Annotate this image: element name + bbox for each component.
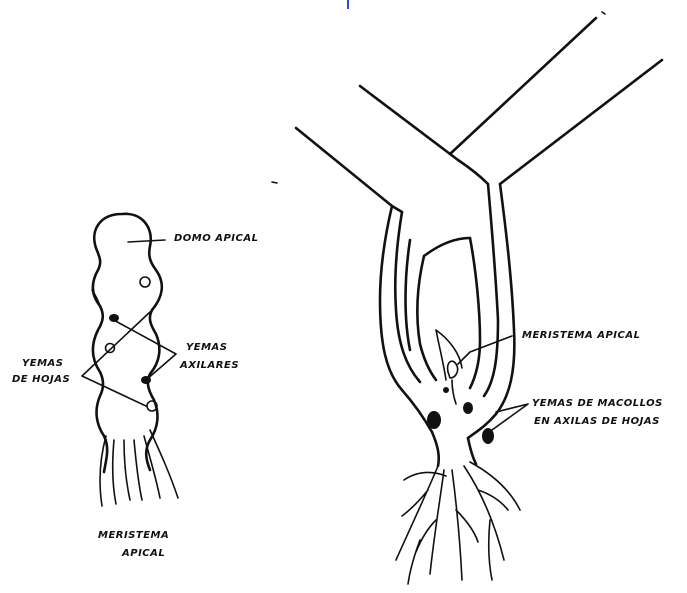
plant-base-figure	[296, 18, 662, 584]
label-domo-apical: DOMO APICAL	[174, 233, 258, 244]
label-yemas-macollos-2: EN AXILAS DE HOJAS	[534, 416, 660, 427]
label-meristema-left-2: APICAL	[122, 548, 165, 559]
roots-left	[100, 430, 178, 506]
label-yemas-axilares-2: AXILARES	[180, 360, 239, 371]
apical-dome-small	[448, 361, 458, 378]
sheath-inner-left	[395, 212, 420, 382]
label-meristema-apical-right: MERISTEMA APICAL	[522, 330, 640, 341]
label-yemas-macollos-1: YEMAS DE MACOLLOS	[532, 398, 663, 409]
tiller-bud-center	[463, 402, 473, 414]
pointer-yemas-hojas	[82, 312, 150, 406]
label-yemas-de-hojas-1: YEMAS	[22, 358, 63, 369]
inner-leaf-right	[470, 238, 480, 388]
leaf-blade-left-outer	[296, 128, 402, 212]
inner-leaf-top	[424, 238, 470, 256]
leaf-bud-top	[140, 277, 150, 287]
leaf-blade-right-inner	[450, 18, 596, 154]
label-yemas-axilares-1: YEMAS	[186, 342, 227, 353]
top-ink-speck	[602, 12, 605, 14]
pointer-yemas-axilares	[110, 318, 176, 380]
leaf-blade-right-outer	[500, 60, 662, 184]
apex-left-bump-line	[92, 290, 100, 306]
tiller-bud-left	[427, 411, 441, 429]
roots-right	[396, 462, 520, 584]
inner-leaf-left-second	[406, 240, 411, 350]
apical-inner-line	[452, 380, 456, 404]
shoot-apex-figure	[82, 214, 178, 506]
pointer-domo-apical	[128, 240, 165, 242]
sheath-inner-right	[484, 184, 498, 396]
leaf-bud-mid	[106, 344, 115, 353]
stray-ink-mark	[272, 182, 277, 183]
tiller-bud-tiny	[443, 387, 449, 393]
label-yemas-de-hojas-2: DE HOJAS	[12, 374, 70, 385]
pointer-yemas-macollos	[492, 404, 528, 430]
inner-leaf-left	[417, 256, 436, 380]
pointer-meristema-apical-right	[458, 336, 512, 364]
label-meristema-left-1: MERISTEMA	[98, 530, 169, 541]
